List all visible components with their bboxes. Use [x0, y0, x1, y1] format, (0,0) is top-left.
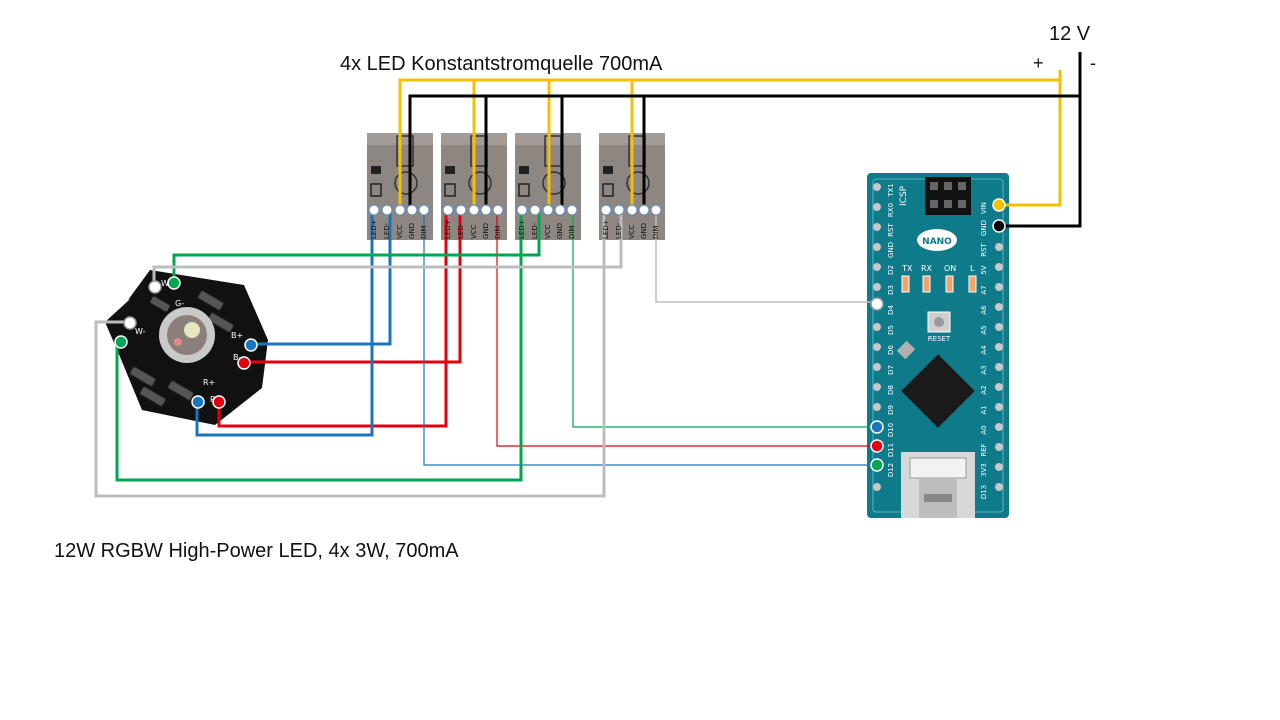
crystal [896, 340, 916, 360]
svg-text:A1: A1 [980, 405, 988, 414]
svg-text:B-: B- [233, 353, 241, 362]
svg-text:D13: D13 [980, 485, 988, 499]
svg-text:D10: D10 [887, 423, 895, 437]
svg-text:A4: A4 [980, 345, 988, 355]
svg-text:D9: D9 [887, 405, 895, 415]
led-connection-dots [114, 276, 258, 409]
svg-text:GND: GND [408, 223, 416, 239]
svg-text:R+: R+ [203, 378, 215, 387]
supply-minus-label: - [1090, 53, 1096, 73]
svg-text:GND: GND [640, 223, 648, 239]
svg-text:A0: A0 [980, 425, 988, 434]
svg-text:LED-: LED- [457, 222, 465, 239]
white-channel-wires [94, 210, 878, 498]
svg-text:D7: D7 [887, 365, 895, 375]
led-description-label: 12W RGBW High-Power LED, 4x 3W, 700mA [54, 540, 459, 562]
svg-text:A7: A7 [980, 285, 988, 294]
svg-text:A6: A6 [980, 305, 988, 315]
svg-text:5V: 5V [980, 265, 988, 274]
svg-text:RESET: RESET [928, 335, 951, 343]
svg-text:TX: TX [901, 264, 913, 273]
arduino-nano-board: ICSP NANO TX RX ON L RESET [867, 173, 1009, 518]
driver-pin-labels: LED+ LED- VCC GND DIM LED+ LED- VCC GND … [370, 219, 660, 239]
svg-text:VCC: VCC [628, 224, 636, 239]
on-led [945, 275, 954, 293]
svg-text:LED-: LED- [383, 222, 391, 239]
svg-text:D8: D8 [887, 385, 895, 395]
svg-text:VCC: VCC [544, 224, 552, 239]
svg-text:LED+: LED+ [370, 219, 378, 239]
svg-text:GND: GND [887, 242, 895, 258]
usb-connector [901, 452, 975, 518]
supply-plus-label: + [1033, 53, 1044, 73]
nano-badge [917, 229, 957, 251]
svg-text:VIN: VIN [980, 202, 988, 214]
rgbw-led-star: W+ G- W- B+ B- R+ R- [105, 270, 268, 425]
svg-text:REF: REF [980, 443, 988, 456]
icsp-label: ICSP [899, 185, 909, 206]
svg-text:TX1: TX1 [887, 183, 895, 198]
svg-text:B+: B+ [231, 331, 243, 340]
svg-text:VCC: VCC [470, 224, 478, 239]
svg-text:W-: W- [135, 327, 146, 336]
svg-text:DIM: DIM [652, 226, 660, 240]
svg-text:DIM: DIM [568, 226, 576, 240]
svg-text:D4: D4 [887, 305, 895, 315]
svg-text:RST: RST [980, 242, 988, 256]
svg-text:GND: GND [482, 223, 490, 239]
svg-text:LED+: LED+ [444, 219, 452, 239]
svg-text:A5: A5 [980, 325, 988, 334]
icsp-header [925, 177, 971, 215]
svg-text:D12: D12 [887, 463, 895, 477]
supply-positive-wires [398, 70, 1062, 210]
drivers-title: 4x LED Konstantstromquelle 700mA [340, 53, 663, 75]
svg-text:RX0: RX0 [887, 203, 895, 217]
svg-text:GND: GND [556, 223, 564, 239]
svg-text:RX: RX [921, 264, 933, 273]
driver-terminals [368, 204, 662, 216]
svg-text:D11: D11 [887, 443, 895, 457]
svg-text:D2: D2 [887, 265, 895, 275]
l-led [968, 275, 977, 293]
svg-text:D6: D6 [887, 345, 895, 355]
svg-text:A3: A3 [980, 365, 988, 374]
left-pin-labels: TX1 RX0 RST GND D2 D3 D4 D5 D6 D7 D8 D9 … [887, 183, 895, 477]
svg-text:GND: GND [980, 220, 988, 236]
mcu-chip [901, 354, 975, 428]
svg-text:LED+: LED+ [602, 219, 610, 239]
right-pin-labels: VIN GND RST 5V A7 A6 A5 A4 A3 A2 A1 A0 R… [980, 202, 988, 499]
svg-text:NANO: NANO [922, 237, 952, 247]
supply-negative-wires [408, 52, 1082, 228]
svg-text:LED-: LED- [615, 222, 623, 239]
svg-text:A2: A2 [980, 385, 988, 394]
svg-text:D3: D3 [887, 285, 895, 295]
svg-text:D5: D5 [887, 325, 895, 335]
svg-text:3V3: 3V3 [980, 463, 988, 477]
svg-text:VCC: VCC [396, 224, 404, 239]
tx-led [901, 275, 910, 293]
arduino-connection-dots [870, 198, 1006, 472]
red-channel-wires [217, 210, 878, 447]
svg-text:LED-: LED- [531, 222, 539, 239]
svg-text:L: L [970, 264, 975, 273]
supply-voltage-label: 12 V [1049, 23, 1091, 45]
svg-text:RST: RST [887, 222, 895, 236]
svg-text:LED+: LED+ [518, 219, 526, 239]
right-pin-header [995, 243, 1003, 491]
left-pin-header [873, 183, 881, 491]
svg-text:DIM: DIM [420, 226, 428, 240]
svg-text:DIM: DIM [494, 226, 502, 240]
svg-text:ON: ON [944, 264, 956, 273]
rx-led [922, 275, 931, 293]
svg-text:G-: G- [175, 299, 184, 308]
